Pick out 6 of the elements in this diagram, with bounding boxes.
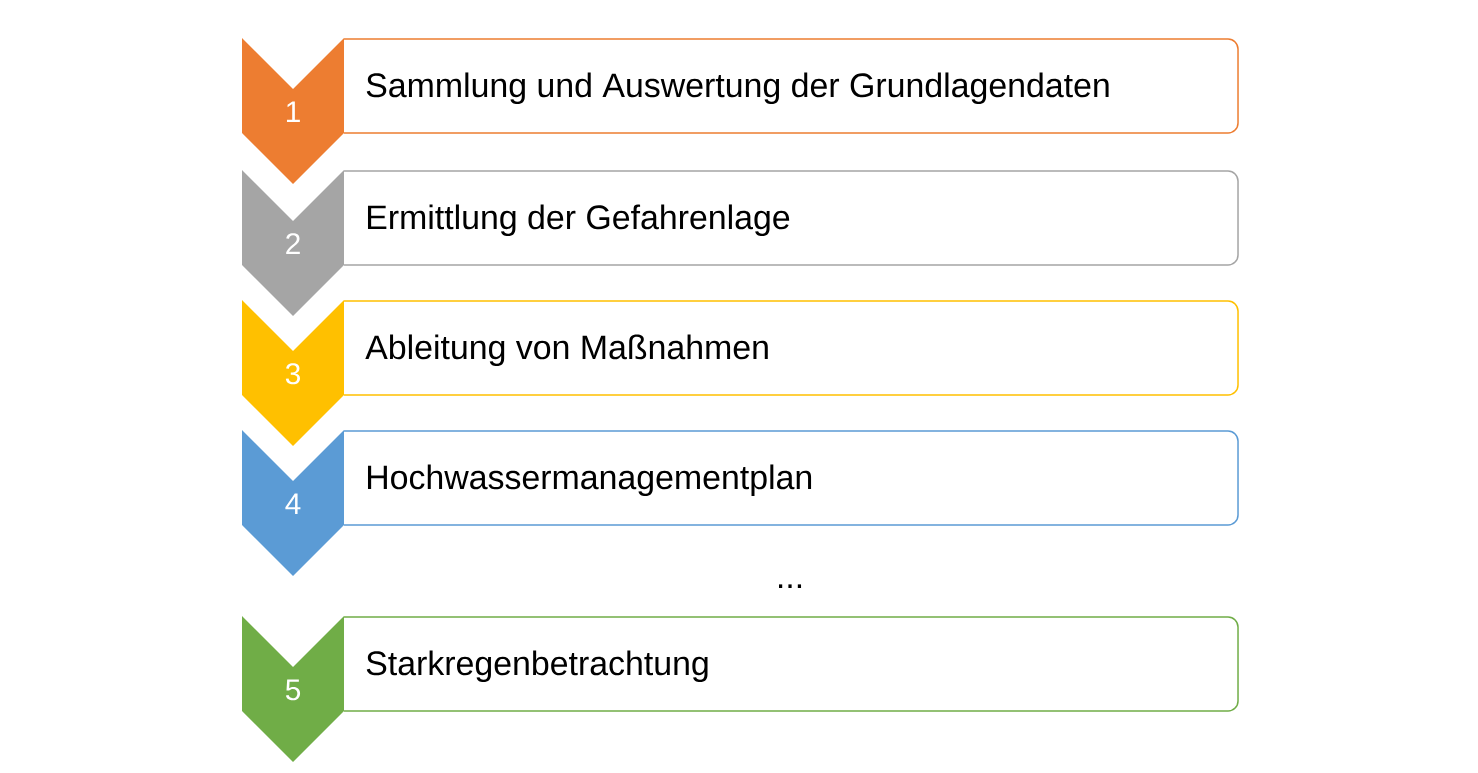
step-box: Hochwassermanagementplan	[343, 430, 1239, 526]
step-box: Sammlung und Auswertung der Grundlagendaten	[343, 38, 1239, 134]
step-box: Ableitung von Maßnahmen	[343, 300, 1239, 396]
step-box: Starkregenbetrachtung	[343, 616, 1239, 712]
ellipsis: ...	[779, 584, 802, 588]
step-box: Ermittlung der Gefahrenlage	[343, 170, 1239, 266]
